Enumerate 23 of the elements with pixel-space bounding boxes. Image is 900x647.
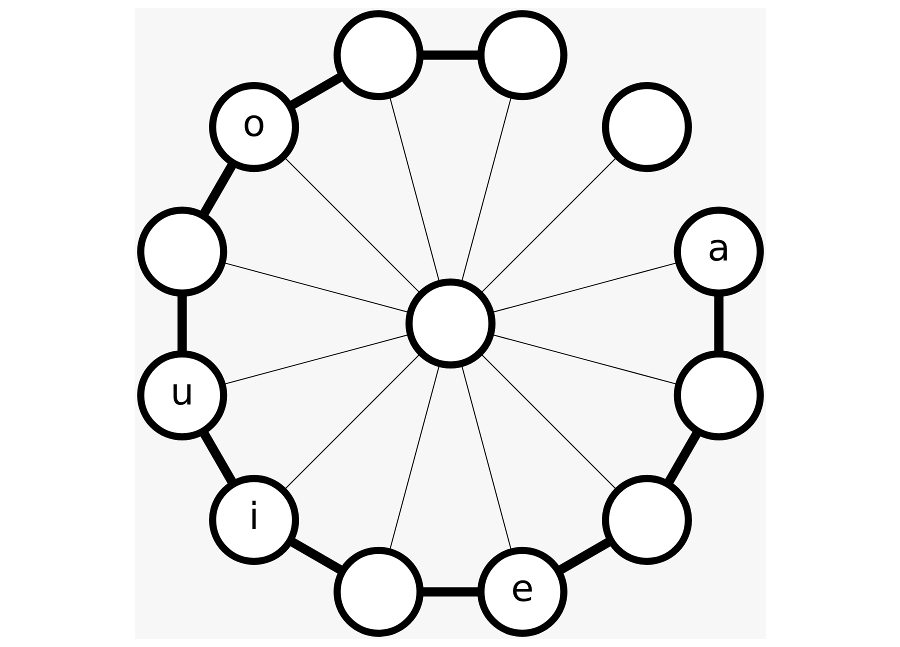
node-circle <box>673 350 764 440</box>
node-circle: e <box>476 546 567 637</box>
node-circle: a <box>673 206 764 297</box>
node-circle <box>405 278 496 368</box>
connector <box>287 536 344 576</box>
node-circle <box>333 546 424 637</box>
connector <box>198 429 237 486</box>
node-circle: i <box>208 474 299 565</box>
node-circle: o <box>208 82 299 172</box>
node-circle <box>333 10 424 100</box>
node-circle <box>136 206 227 297</box>
node-circle <box>601 474 692 565</box>
node-circle <box>601 82 692 172</box>
connector <box>282 156 422 295</box>
connector <box>287 72 344 110</box>
node-circle: u <box>136 350 227 440</box>
connector <box>714 293 723 354</box>
node-circle <box>476 10 567 100</box>
connector <box>198 160 237 218</box>
connector <box>177 293 186 354</box>
connector <box>282 352 422 491</box>
connector <box>663 429 702 486</box>
connector <box>556 536 613 576</box>
